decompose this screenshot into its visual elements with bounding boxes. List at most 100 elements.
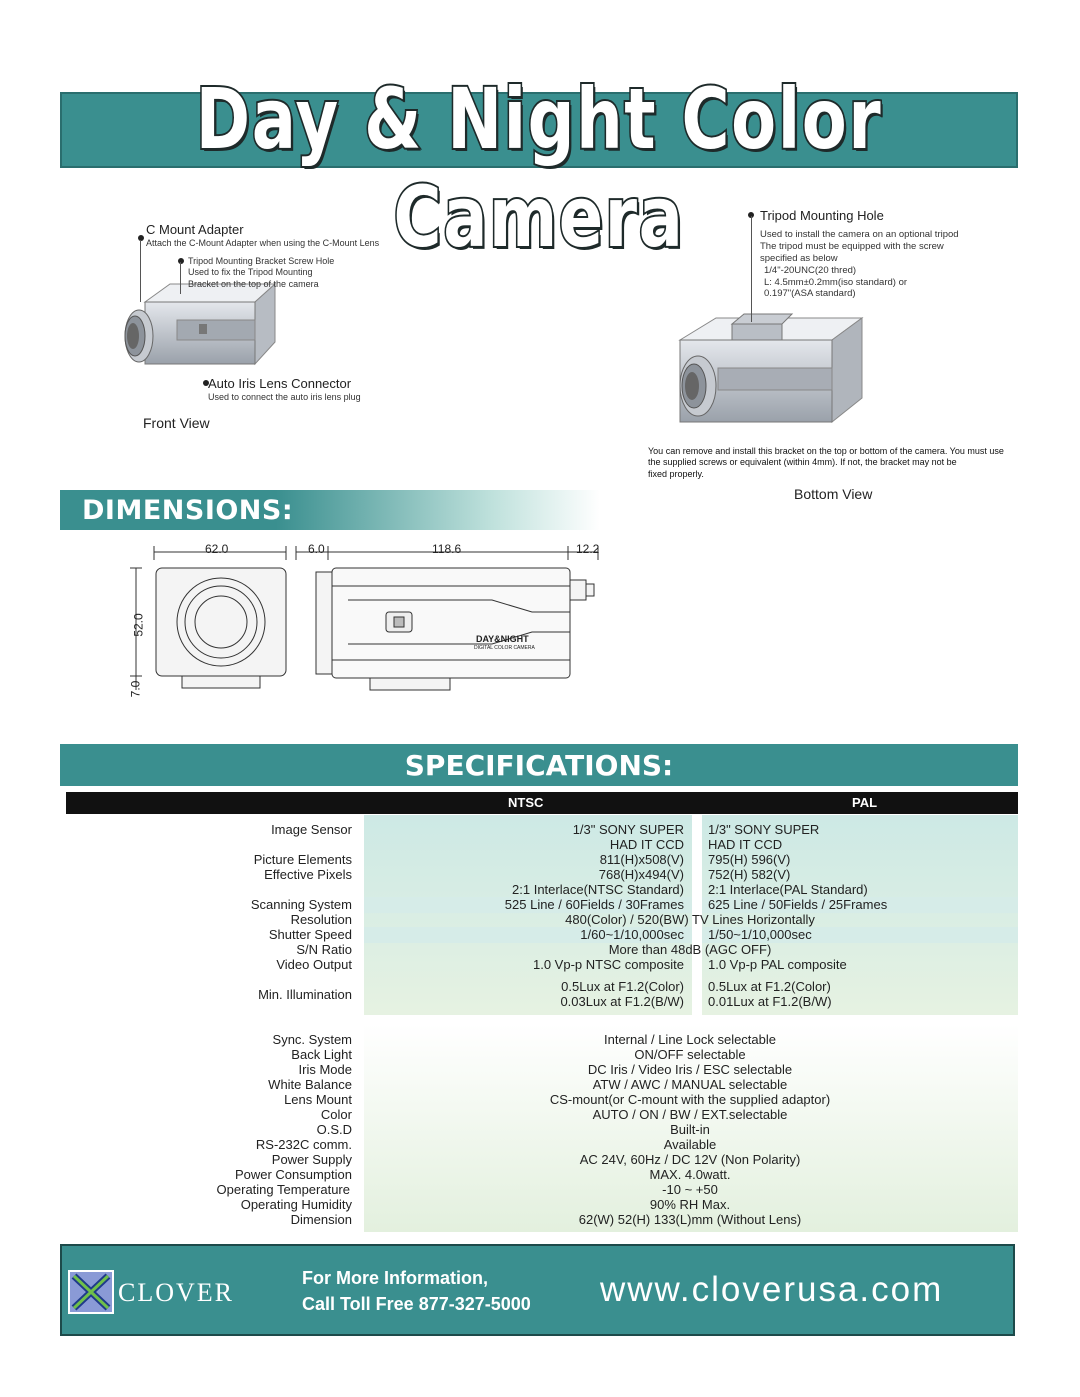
bracket-note-line-2: the supplied screws or equivalent (withi… <box>648 457 957 468</box>
bottom-view-camera-illustration <box>678 313 864 424</box>
spec-label-color: Color <box>320 1107 352 1122</box>
page-title: Day & Night Color Camera <box>194 68 883 268</box>
pal-effective-pixels: 752(H) 582(V) <box>708 867 791 882</box>
common-wb: ATW / AWC / MANUAL selectable <box>592 1077 788 1092</box>
spec-label-op-humidity: Operating Humidity <box>240 1197 352 1212</box>
common-dimension: 62(W) 52(H) 133(L)mm (Without Lens) <box>578 1212 802 1227</box>
common-iris: DC Iris / Video Iris / ESC selectable <box>587 1062 793 1077</box>
ntsc-header: NTSC <box>508 795 544 810</box>
spec-label-effective-pixels: Effective Pixels <box>264 867 352 882</box>
ntsc-scan-1: 2:1 Interlace(NTSC Standard) <box>512 882 684 897</box>
spec-label-power-supply: Power Supply <box>271 1152 352 1167</box>
specifications-banner <box>60 744 1018 786</box>
tripod-hole-title: Tripod Mounting Hole <box>760 208 884 223</box>
spec-label-sn-ratio: S/N Ratio <box>296 942 352 957</box>
dimensions-banner <box>60 490 600 530</box>
spec-label-image-sensor: Image Sensor <box>271 822 352 837</box>
tripod-screw-line-1: Tripod Mounting Bracket Screw Hole <box>188 256 335 266</box>
spec-label-video-output: Video Output <box>276 957 352 972</box>
ntsc-sensor-2: HAD IT CCD <box>609 837 684 852</box>
spec-label-osd: O.S.D <box>316 1122 352 1137</box>
pal-header: PAL <box>852 795 878 810</box>
ntsc-scan-2: 525 Line / 60Fields / 30Frames <box>504 897 684 912</box>
spec-label-lens-mount: Lens Mount <box>284 1092 352 1107</box>
tripod-hole-line-1: Used to install the camera on an optiona… <box>760 229 959 240</box>
c-mount-title: C Mount Adapter <box>146 222 244 237</box>
common-temp: -10 ~ +50 <box>662 1182 718 1197</box>
tripod-screw-line-2: Used to fix the Tripod Mounting <box>188 267 313 278</box>
spec-label-min-illumination: Min. Illumination <box>258 987 352 1002</box>
dim-flange: 6.0 <box>308 542 325 556</box>
spec-label-shutter-speed: Shutter Speed <box>268 927 352 942</box>
pal-min-2: 0.01Lux at F1.2(B/W) <box>708 994 832 1009</box>
spec-label-op-temp: Operating Temperature <box>216 1182 350 1197</box>
pal-scan-2: 625 Line / 50Fields / 25Frames <box>708 897 888 912</box>
c-mount-desc: Attach the C-Mount Adapter when using th… <box>146 238 380 249</box>
bottom-view-label: Bottom View <box>794 486 873 502</box>
tripod-hole-line-4: 1/4"-20UNC(20 thred) <box>764 264 857 276</box>
ntsc-effective-pixels: 768(H)x494(V) <box>598 867 684 882</box>
footer-banner <box>60 1244 1015 1336</box>
pal-scan-1: 2:1 Interlace(PAL Standard) <box>708 882 868 897</box>
ntsc-min-1: 0.5Lux at F1.2(Color) <box>561 979 684 994</box>
common-lens: CS-mount(or C-mount with the supplied ad… <box>549 1092 831 1107</box>
spec-label-rs232: RS-232C comm. <box>255 1137 352 1152</box>
pal-shutter: 1/50~1/10,000sec <box>708 927 812 942</box>
camera-badge: DAY&NIGHT <box>476 634 529 644</box>
spec-label-back-light: Back Light <box>291 1047 352 1062</box>
footer-info: For More Information, <box>302 1268 488 1288</box>
spec-label-sync: Sync. System <box>272 1032 352 1047</box>
brand-name: CLOVER <box>118 1278 234 1307</box>
common-consumption: MAX. 4.0watt. <box>649 1167 731 1182</box>
pal-min-1: 0.5Lux at F1.2(Color) <box>708 979 831 994</box>
dimensions-heading: DIMENSIONS: <box>82 495 294 526</box>
ntsc-video: 1.0 Vp-p NTSC composite <box>532 957 684 972</box>
common-power: AC 24V, 60Hz / DC 12V (Non Polarity) <box>579 1152 801 1167</box>
footer-phone[interactable]: Call Toll Free 877-327-5000 <box>302 1294 531 1314</box>
bracket-note-line-1: You can remove and install this bracket … <box>648 446 1004 456</box>
common-back-light: ON/OFF selectable <box>634 1047 746 1062</box>
tripod-hole-line-3: specified as below <box>760 252 838 264</box>
dim-foot: 7.0 <box>128 680 143 698</box>
common-osd: Built-in <box>670 1122 710 1137</box>
common-humidity: 90% RH Max. <box>649 1197 731 1212</box>
auto-iris-desc: Used to connect the auto iris lens plug <box>208 392 361 403</box>
spec-label-resolution: Resolution <box>290 912 352 927</box>
auto-iris-title: Auto Iris Lens Connector <box>208 376 352 391</box>
footer-website-link[interactable]: www.cloverusa.com <box>600 1270 944 1309</box>
front-view-label: Front View <box>143 415 210 431</box>
spec-label-white-balance: White Balance <box>268 1077 352 1092</box>
spec-label-power-consumption: Power Consumption <box>234 1167 352 1182</box>
pal-sensor-2: HAD IT CCD <box>708 837 783 852</box>
camera-badge-sub: DIGITAL COLOR CAMERA <box>474 645 535 651</box>
ntsc-min-2: 0.03Lux at F1.2(B/W) <box>560 994 684 1009</box>
tripod-hole-line-5: L: 4.5mm±0.2mm(iso standard) or <box>764 276 908 288</box>
common-rs232: Available <box>663 1137 717 1152</box>
common-sn: More than 48dB (AGC OFF) <box>608 942 772 957</box>
ntsc-sensor-1: 1/3" SONY SUPER <box>572 822 684 837</box>
dim-connector: 12.2 <box>576 542 600 556</box>
common-resolution: 480(Color) / 520(BW) TV Lines Horizontal… <box>565 912 815 927</box>
tripod-screw-line-3: Bracket on the top of the camera <box>188 278 319 289</box>
spec-label-picture-elements: Picture Elements <box>253 852 352 867</box>
front-view-camera-illustration <box>124 282 277 366</box>
common-sync: Internal / Line Lock selectable <box>604 1032 776 1047</box>
spec-table-header <box>66 792 1018 814</box>
pal-picture-elements: 795(H) 596(V) <box>708 852 791 867</box>
pal-sensor-1: 1/3" SONY SUPER <box>708 822 820 837</box>
tripod-hole-line-2: The tripod must be equipped with the scr… <box>760 240 944 252</box>
spec-label-iris-mode: Iris Mode <box>298 1062 352 1077</box>
bracket-note-line-3: fixed properly. <box>648 468 704 479</box>
dim-width: 62.0 <box>205 542 229 556</box>
tripod-hole-line-6: 0.197"(ASA standard) <box>764 288 856 300</box>
common-color: AUTO / ON / BW / EXT.selectable <box>592 1107 788 1122</box>
ntsc-shutter: 1/60~1/10,000sec <box>580 927 684 942</box>
dim-height: 52.0 <box>131 613 146 637</box>
title-banner <box>60 92 1018 168</box>
spec-label-scanning-system: Scanning System <box>250 897 352 912</box>
spec-label-dimension: Dimension <box>290 1212 352 1227</box>
clover-logo-icon <box>68 1270 114 1314</box>
pal-video: 1.0 Vp-p PAL composite <box>708 957 847 972</box>
dim-length: 118.6 <box>432 542 462 556</box>
ntsc-picture-elements: 811(H)x508(V) <box>599 852 684 867</box>
